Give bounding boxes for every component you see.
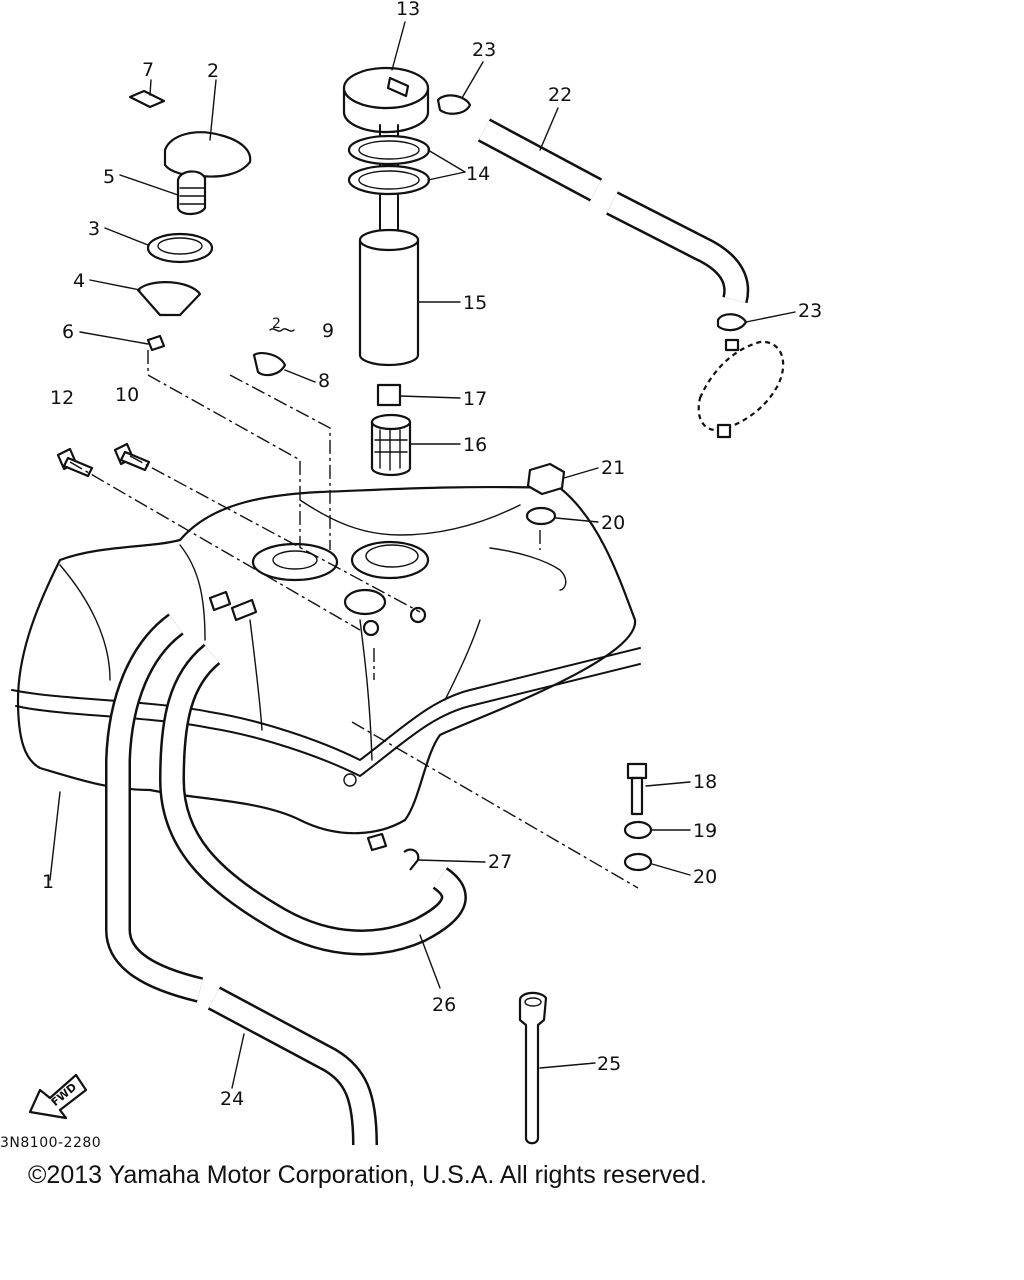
callout-12: 12	[50, 387, 74, 409]
filler-cap-assembly	[128, 89, 295, 377]
callout-1: 1	[42, 871, 54, 893]
callout-6: 6	[62, 321, 74, 343]
callout-2: 2	[207, 60, 219, 82]
callout-20: 20	[693, 866, 717, 888]
callout-labels: 13 23 22 7 2 5 14 3 4 15 23 6 2 9 8 12 1…	[42, 0, 822, 1110]
callout-17: 17	[463, 388, 487, 410]
hose-26	[159, 643, 467, 956]
callout-25: 25	[597, 1053, 621, 1075]
leader-lines	[49, 21, 796, 1089]
hose-22	[477, 118, 750, 304]
callout-2: 2	[272, 316, 281, 332]
callout-13: 13	[396, 0, 420, 20]
fwd-arrow-icon: FWD	[28, 1073, 88, 1120]
callout-26: 26	[432, 994, 456, 1016]
callout-9: 9	[322, 320, 334, 342]
callout-4: 4	[73, 270, 85, 292]
fuel-gauge-assembly	[342, 66, 431, 477]
callout-14: 14	[466, 163, 490, 185]
callout-22: 22	[548, 84, 572, 106]
diagram-code: 3N8100-2280	[0, 1135, 102, 1151]
fasteners	[56, 94, 785, 872]
callout-27: 27	[488, 851, 512, 873]
callout-18: 18	[693, 771, 717, 793]
hose-24	[105, 613, 378, 1146]
callout-21: 21	[601, 457, 625, 479]
callout-5: 5	[103, 166, 115, 188]
callout-8: 8	[318, 370, 330, 392]
callout-24: 24	[220, 1088, 244, 1110]
callout-3: 3	[88, 218, 100, 240]
callout-20: 20	[601, 512, 625, 534]
callout-19: 19	[693, 820, 717, 842]
callout-10: 10	[115, 384, 139, 406]
fuel-tank-exploded-diagram: FWD 13	[11, 0, 822, 1146]
callout-16: 16	[463, 434, 487, 456]
copyright-notice: ©2013 Yamaha Motor Corporation, U.S.A. A…	[28, 1161, 707, 1189]
callout-23: 23	[472, 39, 496, 61]
callout-23: 23	[798, 300, 822, 322]
tank-strap	[518, 991, 548, 1145]
callout-15: 15	[463, 292, 487, 314]
callout-7: 7	[142, 59, 154, 81]
